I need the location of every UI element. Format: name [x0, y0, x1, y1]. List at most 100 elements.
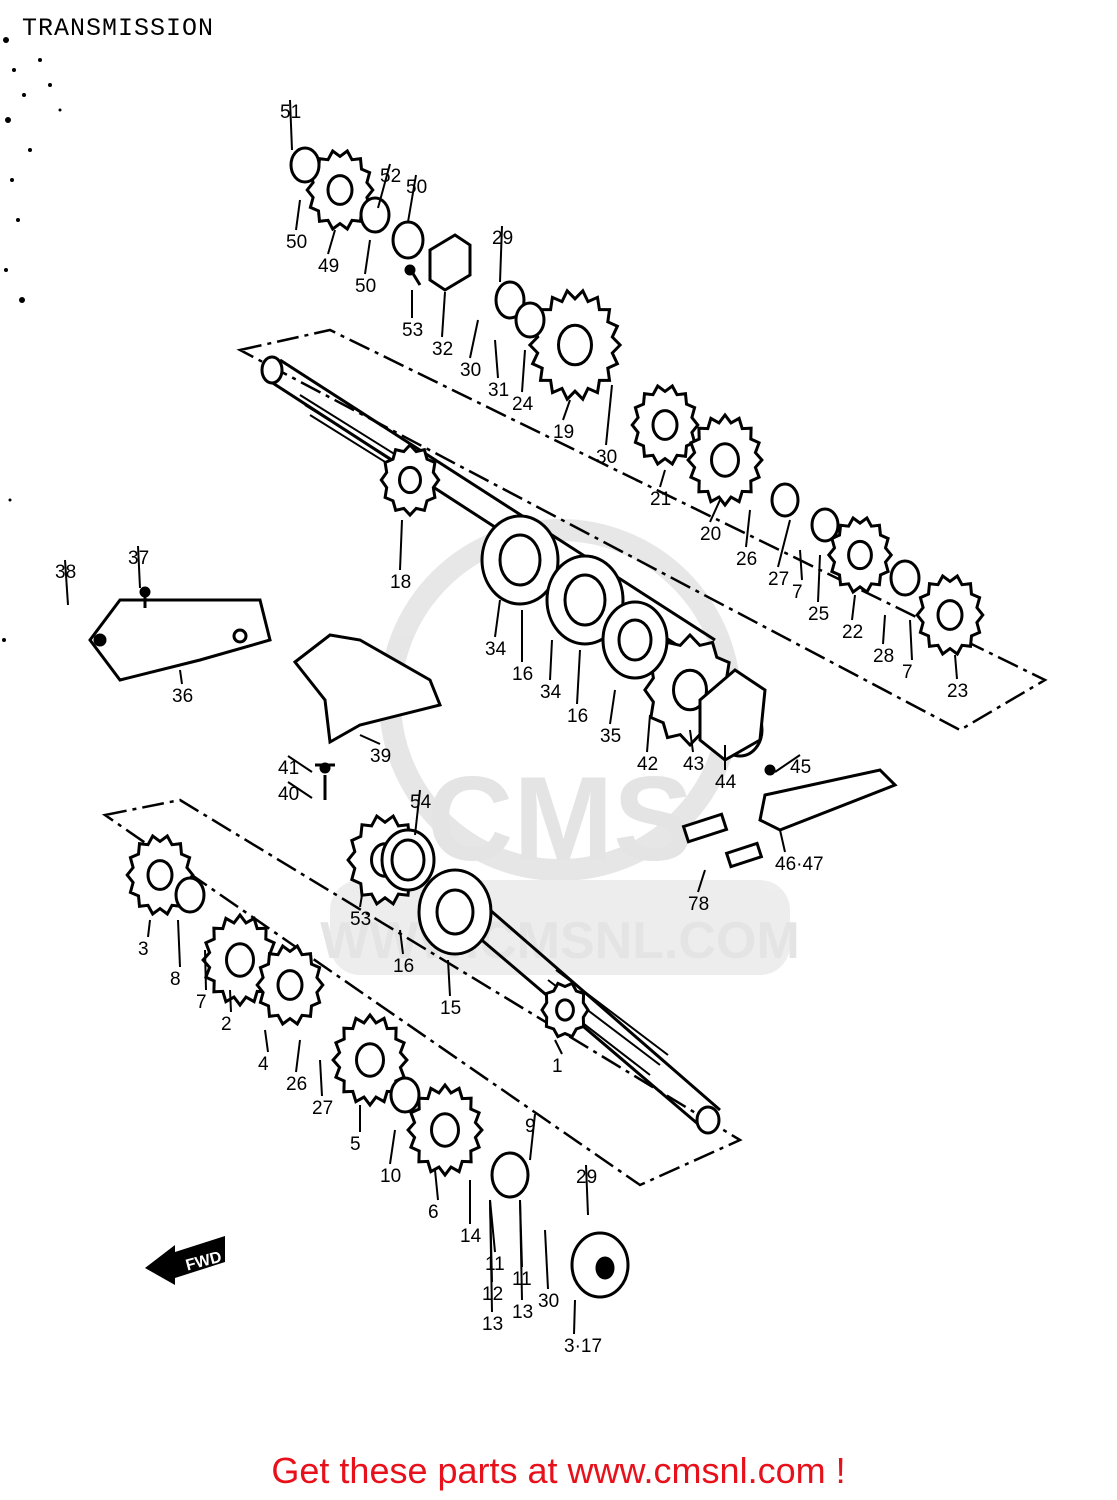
callout-42: 42 [637, 714, 658, 775]
svg-text:9: 9 [525, 1116, 536, 1137]
svg-text:7: 7 [902, 662, 913, 683]
callout-16: 16 [512, 610, 533, 685]
gear [255, 943, 325, 1027]
callout-25: 25 [808, 554, 829, 625]
svg-text:5: 5 [350, 1134, 361, 1155]
svg-text:49: 49 [318, 256, 339, 277]
gear [406, 1082, 484, 1178]
callout-34: 34 [485, 599, 507, 660]
callout-13: 13 [482, 1199, 503, 1335]
diagram-title: TRANSMISSION [22, 14, 215, 43]
svg-text:40: 40 [278, 784, 299, 805]
svg-text:52: 52 [380, 166, 401, 187]
callout-78: 78 [688, 869, 709, 915]
svg-text:28: 28 [873, 646, 894, 667]
fwd-arrow: FWD [145, 1236, 225, 1285]
callout-9: 9 [525, 1113, 536, 1161]
callout-50: 50 [355, 239, 376, 297]
callout-44: 44 [715, 745, 737, 793]
svg-text:23: 23 [947, 681, 968, 702]
gear [540, 981, 590, 1039]
callout-3·17: 3·17 [564, 1299, 602, 1357]
svg-text:20: 20 [700, 524, 721, 545]
callout-53: 53 [350, 894, 371, 930]
gear [331, 1012, 409, 1108]
brackets [88, 233, 767, 762]
callout-18: 18 [390, 519, 411, 593]
callout-39: 39 [359, 734, 391, 767]
svg-text:WWW.CMSNL.COM: WWW.CMSNL.COM [320, 912, 799, 970]
callout-4: 4 [258, 1029, 269, 1075]
callout-40: 40 [278, 781, 313, 805]
svg-text:25: 25 [808, 604, 829, 625]
svg-text:35: 35 [600, 726, 621, 747]
bolts [139, 264, 422, 800]
callout-26: 26 [736, 509, 757, 570]
gear [915, 573, 985, 657]
svg-text:14: 14 [460, 1226, 482, 1247]
bearings-washers [174, 146, 921, 1299]
gear [527, 288, 623, 402]
callout-32: 32 [432, 291, 453, 360]
gear [686, 412, 764, 508]
svg-text:36: 36 [172, 686, 193, 707]
svg-text:24: 24 [512, 394, 534, 415]
svg-text:30: 30 [538, 1291, 559, 1312]
callout-labels: 5150495250502953323031241930212026277252… [55, 99, 968, 1357]
svg-text:54: 54 [410, 792, 432, 813]
callout-7: 7 [902, 619, 913, 683]
svg-text:16: 16 [567, 706, 588, 727]
callout-19: 19 [553, 399, 574, 443]
gear [826, 515, 894, 595]
callout-37: 37 [128, 545, 149, 589]
callout-1: 1 [552, 1039, 563, 1077]
callout-30: 30 [596, 384, 617, 468]
footer-link[interactable]: Get these parts at www.cmsnl.com ! [271, 1450, 846, 1491]
gear [630, 383, 700, 467]
svg-text:34: 34 [485, 639, 507, 660]
callout-41: 41 [278, 755, 313, 779]
callout-13: 13 [512, 1199, 533, 1323]
svg-text:21: 21 [650, 489, 671, 510]
svg-text:39: 39 [370, 746, 391, 767]
callout-27: 27 [768, 519, 791, 590]
callout-14: 14 [460, 1180, 482, 1247]
callout-10: 10 [380, 1129, 401, 1187]
svg-text:78: 78 [688, 894, 709, 915]
callout-20: 20 [700, 499, 721, 545]
svg-text:26: 26 [736, 549, 757, 570]
svg-text:22: 22 [842, 622, 863, 643]
callout-2: 2 [221, 989, 232, 1035]
svg-text:11: 11 [485, 1254, 505, 1275]
svg-text:8: 8 [170, 969, 181, 990]
shaft-boxes [101, 328, 1048, 1187]
callout-45: 45 [774, 754, 811, 778]
callout-16: 16 [567, 649, 588, 727]
svg-text:16: 16 [393, 956, 414, 977]
svg-text:41: 41 [278, 758, 299, 779]
svg-text:1: 1 [552, 1056, 563, 1077]
svg-text:7: 7 [792, 582, 803, 603]
svg-text:15: 15 [440, 998, 461, 1019]
svg-text:19: 19 [553, 422, 574, 443]
svg-text:32: 32 [432, 339, 453, 360]
gear [305, 148, 375, 232]
svg-text:2: 2 [221, 1014, 232, 1035]
callout-36: 36 [172, 669, 193, 707]
callout-51: 51 [280, 99, 301, 151]
svg-text:42: 42 [637, 754, 658, 775]
callout-50: 50 [286, 199, 307, 253]
callout-52: 52 [377, 163, 401, 209]
callout-43: 43 [683, 729, 704, 775]
svg-text:13: 13 [512, 1302, 533, 1323]
svg-text:38: 38 [55, 562, 76, 583]
svg-text:31: 31 [488, 380, 509, 401]
callout-6: 6 [428, 1169, 439, 1223]
scan-noise [2, 37, 62, 642]
callout-49: 49 [318, 229, 339, 277]
callout-50: 50 [406, 174, 427, 223]
callout-8: 8 [170, 919, 181, 990]
callout-54: 54 [410, 789, 432, 836]
svg-text:16: 16 [512, 664, 533, 685]
